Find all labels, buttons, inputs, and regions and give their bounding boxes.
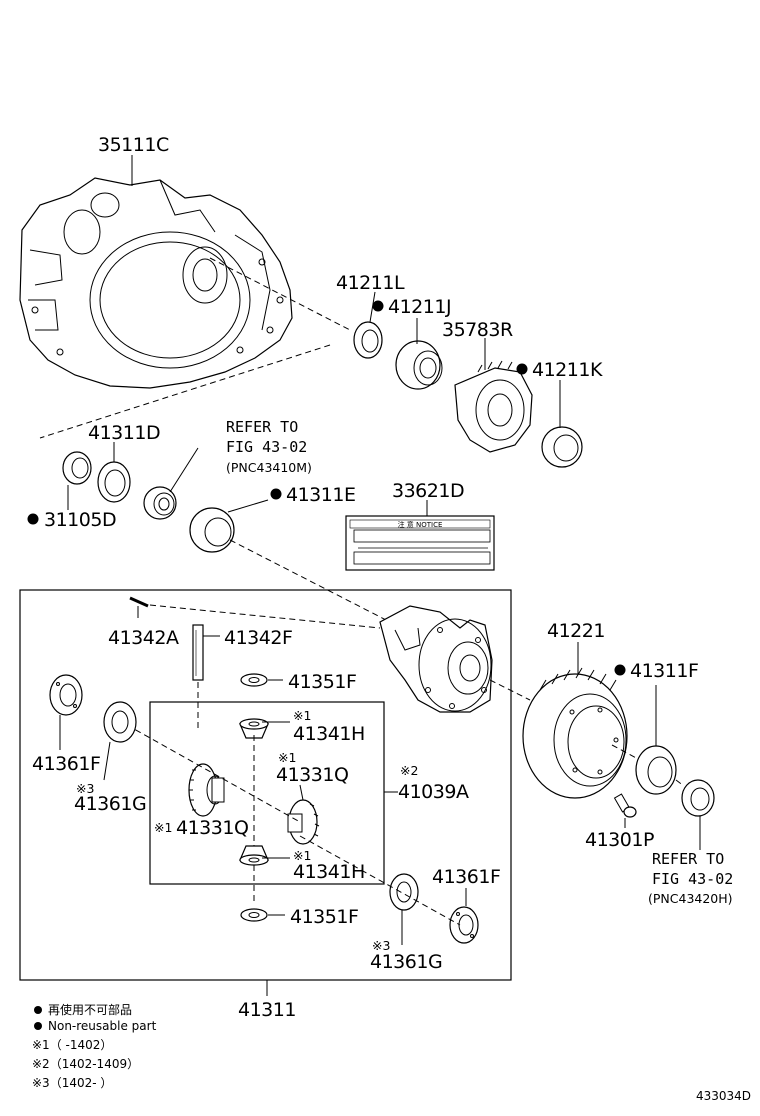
side-gear-41331Q-left-drawing [188, 763, 225, 817]
refer-bot-line1: REFER TO [652, 850, 724, 868]
label-41351F-bot: 41351F [290, 906, 358, 928]
refer-bot-line3: (PNC43420H) [648, 891, 733, 906]
bearing-41211K-drawing [541, 426, 583, 468]
transaxle-housing-drawing [19, 177, 293, 389]
label-41351F-top: 41351F [288, 671, 356, 693]
bearing-41211J-drawing [395, 340, 443, 390]
label-41211L: 41211L [336, 272, 405, 294]
label-35783R: 35783R [442, 319, 513, 341]
differential-case-drawing [379, 605, 493, 713]
mark-41039A: ※2 [400, 763, 418, 778]
ring-gear-41221-drawing [522, 667, 628, 799]
dashed-axle-right [299, 835, 461, 926]
label-31105D: 31105D [44, 509, 116, 531]
washer-41351F-top-drawing [240, 673, 268, 687]
leader-41211L [369, 291, 376, 323]
dashed-guide-housing-a [209, 257, 351, 331]
mark-41361G-right: ※3 [372, 938, 390, 953]
legend-dot-jp [34, 1006, 42, 1014]
dashed-bearing-b [675, 779, 685, 787]
assembly-box-41039A [149, 701, 385, 885]
label-41311: 41311 [238, 999, 296, 1021]
pin-41342A-drawing [129, 596, 149, 608]
label-33621D: 33621D [392, 480, 464, 502]
washer-41361F-left-drawing [49, 674, 83, 716]
legend-dot-en [34, 1022, 42, 1030]
label-41341H-bot: 41341H [293, 861, 365, 883]
dashed-guide-housing-b [39, 344, 331, 439]
shaft-41342F-drawing [192, 624, 204, 681]
label-41331Q-left: 41331Q [176, 817, 248, 839]
label-41342A: 41342A [108, 627, 179, 649]
label-41331Q-mid: 41331Q [276, 764, 348, 786]
non-reusable-dot-41311E [270, 488, 282, 500]
bearing-ref-bot-drawing [681, 779, 715, 817]
label-41361G-left: 41361G [74, 793, 146, 815]
label-41301P: 41301P [585, 829, 654, 851]
bearing-41311E-drawing [189, 507, 235, 553]
leader-refer-top [169, 447, 199, 493]
dashed-ring-a [489, 679, 531, 701]
label-41311E: 41311E [286, 484, 355, 506]
washer-41361F-right-drawing [449, 906, 479, 944]
refer-top-line2: FIG 43-02 [226, 438, 307, 456]
bearing-ref-top-drawing [143, 486, 177, 520]
dashed-ring-b [611, 744, 641, 761]
label-41361F-left: 41361F [32, 753, 100, 775]
label-41361G-right: 41361G [370, 951, 442, 973]
side-gear-41331Q-mid-drawing [287, 799, 320, 845]
label-41342F: 41342F [224, 627, 292, 649]
label-41211J: 41211J [388, 296, 451, 318]
notice-plate-33621D: 注 意 NOTICE [345, 515, 495, 571]
label-41039A: 41039A [398, 781, 469, 803]
mark-41331Q-mid: ※1 [278, 750, 296, 765]
shim-41311D-drawing [97, 461, 131, 503]
label-35111C: 35111C [98, 134, 169, 156]
label-41311F: 41311F [630, 660, 698, 682]
mark-41341H-bot: ※1 [293, 848, 311, 863]
leader-41311E [227, 499, 269, 513]
label-41221: 41221 [547, 620, 605, 642]
legend-en: Non-reusable part [48, 1019, 157, 1033]
washer-41361G-right-drawing [389, 873, 419, 911]
refer-top-line3: (PNC43410M) [226, 460, 312, 475]
mark-41361G-left: ※3 [76, 781, 94, 796]
legend-note-1: ※1（ -1402） [32, 1038, 112, 1052]
figure-id: 433034D [696, 1089, 751, 1103]
legend-note-2: ※2（1402-1409） [32, 1057, 139, 1071]
dashed-axle-left [117, 719, 301, 823]
bearing-41311F-drawing [635, 745, 677, 795]
washer-41361G-left-drawing [103, 701, 137, 743]
non-reusable-dot-41211K [516, 363, 528, 375]
mark-41341H-top: ※1 [293, 708, 311, 723]
label-41211K: 41211K [532, 359, 603, 381]
non-reusable-dot-31105D [27, 513, 39, 525]
refer-bot-line2: FIG 43-02 [652, 870, 733, 888]
refer-top-line1: REFER TO [226, 418, 298, 436]
oil-seal-41211L-drawing [353, 321, 383, 359]
legend-note-3: ※3（1402- ） [32, 1076, 112, 1090]
label-41311D: 41311D [88, 422, 160, 444]
non-reusable-dot-41211J [372, 300, 384, 312]
notice-plate-title: 注 意 NOTICE [398, 520, 443, 529]
label-41341H-top: 41341H [293, 723, 365, 745]
pinion-41341H-bot-drawing [239, 845, 269, 866]
mark-41331Q-left: ※1 [154, 820, 172, 835]
assembly-box-41311 [19, 589, 512, 981]
leader-41361G-left [103, 741, 111, 781]
seal-31105D-drawing [62, 451, 92, 485]
bolt-41301P-drawing [613, 793, 637, 818]
gear-35783R-drawing [454, 360, 533, 453]
pinion-41341H-top-drawing [239, 718, 269, 739]
leader-41331Q-mid [299, 784, 304, 801]
non-reusable-dot-41311F [614, 664, 626, 676]
dashed-pin [149, 604, 381, 629]
washer-41351F-bot-drawing [240, 908, 268, 922]
label-41361F-right: 41361F [432, 866, 500, 888]
legend-jp: 再使用不可部品 [48, 1002, 132, 1017]
